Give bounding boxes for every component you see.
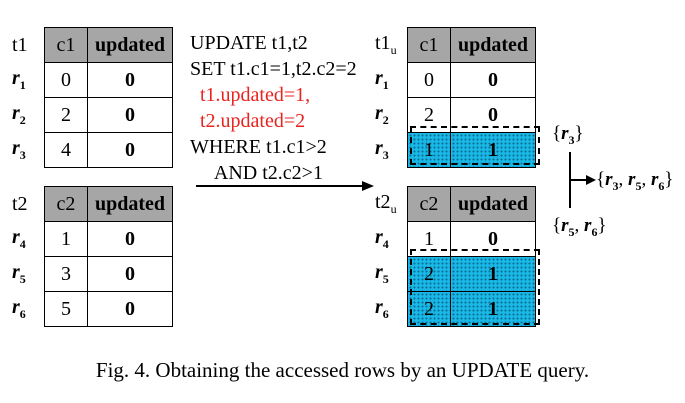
row-set-union: {r3, r5, r6}: [596, 169, 674, 193]
column-header: updated: [450, 27, 536, 63]
sql-line: SET t1.c1=1,t2.c2=2: [190, 58, 357, 80]
column-header: updated: [87, 27, 173, 63]
column-header: c2: [407, 186, 451, 222]
table-name: t2u: [375, 186, 408, 222]
sql-line: WHERE t1.c1>2: [190, 136, 327, 158]
figure-caption: Fig. 4. Obtaining the accessed rows by a…: [95, 358, 590, 382]
column-header: c1: [407, 27, 451, 63]
column-header: updated: [87, 186, 173, 222]
accessed-rows-box: [410, 126, 540, 165]
row-set-t2: {r5, r6}: [552, 215, 607, 239]
column-header: c1: [44, 27, 88, 63]
sql-line-updated: t1.updated=1,: [200, 84, 311, 106]
column-header: c2: [44, 186, 88, 222]
union-arrow: [569, 152, 596, 208]
sql-line-updated: t2.updated=2: [200, 110, 306, 132]
column-header: updated: [450, 186, 536, 222]
sql-query: UPDATE t1,t2 SET t1.c1=1,t2.c2=2 t1.upda…: [190, 30, 357, 186]
row-set-t1: {r3}: [552, 123, 584, 147]
table-name: t1: [12, 27, 45, 63]
sql-line: AND t2.c2>1: [213, 162, 323, 184]
accessed-rows-box: [410, 249, 540, 325]
transform-arrow: [196, 181, 374, 191]
table-name: t1u: [375, 27, 408, 63]
table-name: t2: [12, 186, 45, 222]
sql-line: UPDATE t1,t2: [190, 32, 308, 54]
